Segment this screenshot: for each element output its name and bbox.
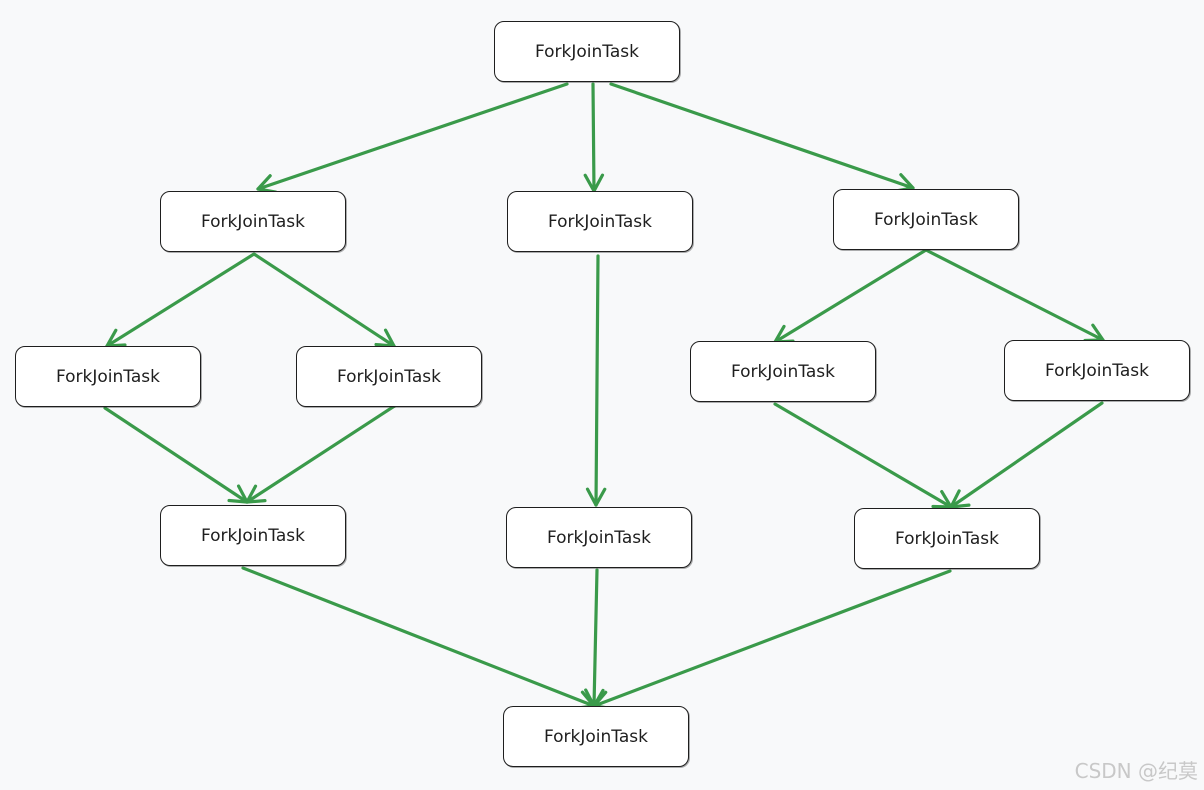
arrowhead-n6-n9 <box>245 484 267 504</box>
edge-n3-n10 <box>594 254 600 507</box>
node-left-join: ForkJoinTask <box>160 505 346 566</box>
node-left-l2-b: ForkJoinTask <box>296 346 482 407</box>
edge-n10-n12 <box>592 568 599 708</box>
node-final-join: ForkJoinTask <box>503 706 689 767</box>
arrowhead-n5-n9 <box>227 484 249 504</box>
edge-n7-n11 <box>773 402 953 509</box>
node-right-join: ForkJoinTask <box>854 508 1040 569</box>
node-root: ForkJoinTask <box>494 21 680 82</box>
arrowhead-n3-n10 <box>585 487 607 507</box>
edge-n1-n2 <box>256 82 569 191</box>
node-left-l1: ForkJoinTask <box>160 191 346 252</box>
edge-n11-n12 <box>592 569 952 708</box>
node-right-l2-b: ForkJoinTask <box>1004 340 1190 401</box>
edge-n9-n12 <box>241 566 596 708</box>
edge-n6-n9 <box>245 403 398 504</box>
edge-n2-n6 <box>252 252 396 348</box>
watermark: CSDN @纪莫 <box>1074 759 1198 783</box>
edge-n4-n7 <box>773 248 928 344</box>
arrowhead-n2-n6 <box>374 328 396 348</box>
edge-n1-n3 <box>591 82 596 193</box>
edge-n1-n4 <box>609 82 915 190</box>
edge-n4-n8 <box>924 248 1105 342</box>
node-right-l2-a: ForkJoinTask <box>690 341 876 402</box>
node-left-l2-a: ForkJoinTask <box>15 346 201 407</box>
node-middle-l1: ForkJoinTask <box>507 191 693 252</box>
edge-n2-n5 <box>105 252 256 348</box>
arrowhead-n8-n11 <box>949 489 971 509</box>
node-middle-l2: ForkJoinTask <box>506 507 692 568</box>
edge-n8-n11 <box>949 401 1104 509</box>
node-right-l1: ForkJoinTask <box>833 189 1019 250</box>
edge-n5-n9 <box>103 406 249 504</box>
